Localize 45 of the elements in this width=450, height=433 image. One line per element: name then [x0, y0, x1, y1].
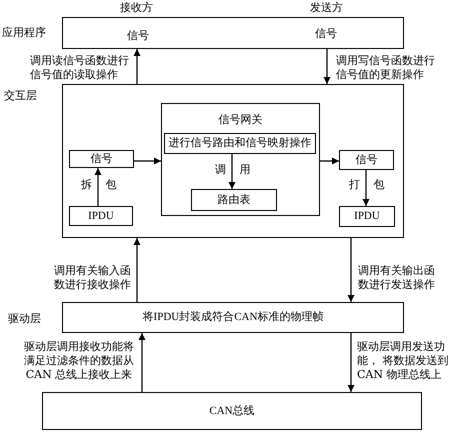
process-box: [62, 302, 404, 333]
process-box: [42, 392, 422, 430]
arrow: [362, 170, 370, 206]
arrow: [320, 158, 339, 164]
process-box: [69, 150, 134, 168]
edge-label: 拆 包: [81, 178, 115, 192]
edge-label: 驱动层调用发送功能， 将数据发送到CAN 物理总线上: [357, 340, 449, 382]
arrow: [138, 333, 146, 392]
edge-label: 驱动层调用接收功能将满足过滤条件的数据从CAN 总线上接收上来: [23, 340, 135, 382]
process-box: [62, 17, 404, 49]
box-label: 路由表: [218, 194, 250, 206]
process-box: [164, 133, 316, 154]
layer-label: 驱动层: [8, 313, 41, 324]
process-box: [69, 206, 133, 226]
process-box: [339, 206, 395, 227]
edge-label: 打 包: [349, 178, 383, 192]
box-label: CAN总线: [209, 406, 255, 416]
box-label: 信号: [90, 154, 112, 164]
arrow: [324, 49, 330, 84]
arrow: [348, 333, 354, 392]
process-box: [339, 150, 394, 170]
arrow: [134, 238, 140, 302]
process-box: [191, 189, 277, 211]
process-box: [161, 103, 320, 216]
layer-label: 应用程序: [2, 27, 46, 38]
box-label: 信号网关: [218, 114, 264, 125]
edge-label: 调用有关输出函数进行发送操作: [358, 264, 436, 292]
box-label: 信号: [315, 28, 337, 39]
box-label: IPDU: [88, 210, 114, 222]
layer-label: 交互层: [4, 90, 37, 101]
edge-label: 调 用: [215, 163, 249, 177]
arrow: [134, 158, 161, 164]
arrow: [228, 154, 236, 189]
arrow: [348, 238, 354, 302]
edge-label: 调用读信号函数进行信号值的读取操作: [30, 54, 130, 82]
box-label: IPDU: [354, 211, 380, 222]
edge-label: 调用有关输入函数进行接收操作: [54, 264, 132, 292]
box-label: 将IPDU封装成符合CAN标准的物理帧: [142, 312, 324, 323]
arrow: [134, 49, 140, 84]
box-label: 进行信号路由和信号映射操作: [168, 138, 312, 149]
box-label: 信号: [356, 154, 378, 166]
arrow: [94, 168, 102, 206]
box-label: 信号: [127, 30, 149, 41]
layer-box: [62, 84, 404, 238]
edge-label: 调用写信号函数进行信号值的更新操作: [336, 54, 436, 82]
